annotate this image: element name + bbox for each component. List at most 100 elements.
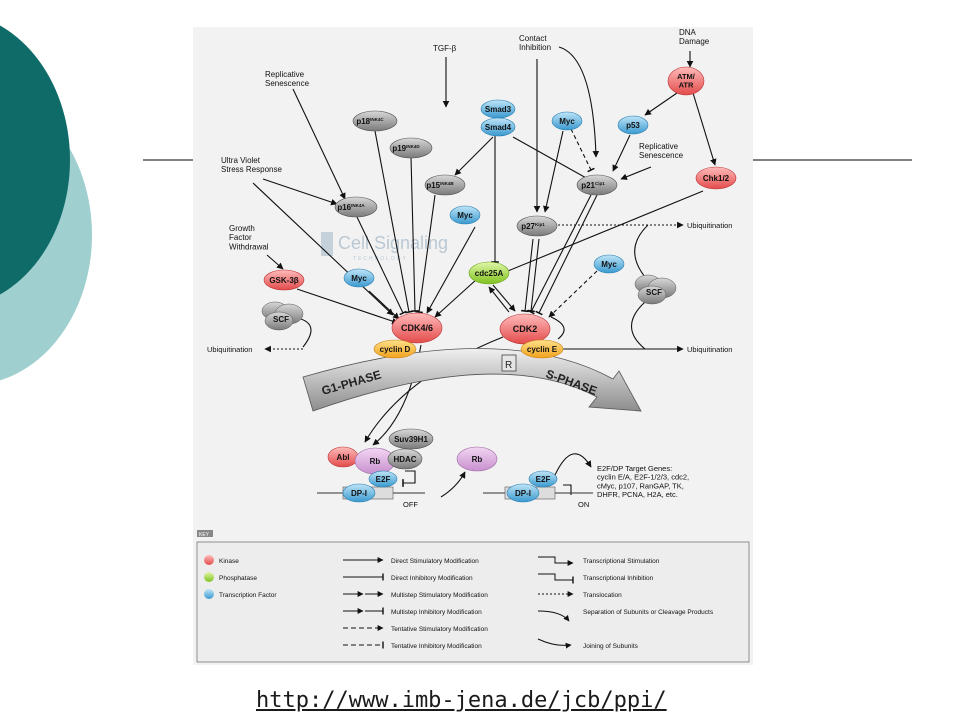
key-mim: Multistep Inhibitory Modification — [391, 609, 482, 616]
abl-label: Abl — [337, 453, 350, 462]
on-promoter — [563, 484, 572, 495]
dna-damage-label-line: DNA — [679, 28, 697, 37]
myc-label-left: Myc — [351, 274, 367, 283]
chk-node — [695, 166, 737, 190]
cdc25a-label: cdc25A — [475, 269, 504, 278]
contact-inhibition-label-line: Contact — [519, 34, 547, 43]
growth-factor-label-line: Withdrawal — [229, 242, 269, 251]
p15-superscript: INK4B — [440, 181, 454, 186]
p19-inhibit-cdk46 — [410, 156, 419, 312]
cyclin-e-node — [520, 339, 564, 359]
myc1-to-cdk46 — [426, 226, 476, 314]
cdk2-autoloop — [550, 316, 565, 340]
cdk2-to-rb — [364, 336, 504, 443]
p27-inhibit-cdk2 — [521, 238, 534, 313]
legend-key: KEY Kinase Phosphatase Transcription Fac… — [196, 530, 750, 663]
ubiquitination-right-top: Ubiquitination — [687, 221, 732, 230]
rb-label-free: Rb — [472, 455, 483, 464]
key-entries: Kinase Phosphatase Transcription Factor … — [204, 555, 714, 650]
cdc25-to-cdk46 — [434, 278, 478, 318]
p15-text: p15 — [426, 181, 440, 190]
p53-to-p21 — [612, 134, 631, 172]
p15-node — [424, 174, 466, 196]
p15-inhibit-cdk46 — [415, 194, 436, 314]
key-ti: Transcriptional Inhibition — [583, 575, 654, 582]
dp1-label-on: DP-I — [515, 489, 531, 498]
replicative-senescence-label-1-line: Senescence — [265, 79, 310, 88]
e2f-loop — [554, 453, 592, 476]
key-phosphatase-swatch — [204, 572, 214, 582]
uv-to-p16 — [262, 178, 338, 206]
p19-label: p19INK4D — [392, 144, 420, 153]
myc-label-right: Myc — [601, 260, 617, 269]
repl1-to-p16 — [292, 88, 346, 200]
myc-inhibit-p21 — [570, 128, 595, 173]
p16-inhibit-cdk46 — [356, 216, 407, 316]
key-kinase: Kinase — [219, 558, 239, 565]
p21-label: p21Cip1 — [581, 181, 605, 190]
key-msm: Multistep Stimulatory Modification — [391, 592, 488, 599]
replicative-senescence-label-2-line: Senescence — [639, 151, 684, 160]
p18-label: p18INK4C — [356, 117, 384, 126]
gsk3b-label: GSK-3β — [269, 276, 298, 285]
dp1-label-off: DP-I — [351, 489, 367, 498]
contact-inhibition-label-line: Inhibition — [519, 43, 551, 52]
e2f-label-on: E2F — [536, 475, 551, 484]
scf2-bracket — [630, 224, 649, 350]
p19-text: p19 — [392, 144, 406, 153]
restriction-point-box — [501, 354, 517, 372]
p21-text: p21 — [581, 181, 595, 190]
key-tf: Transcription Factor — [219, 592, 277, 599]
target-genes-text-line: cyclin E/A, E2F-1/2/3, cdc2, — [597, 473, 689, 482]
scf-left-label: SCF — [273, 315, 289, 324]
watermark: Cell Signaling TECHNOLOGY — [321, 232, 448, 262]
p21-inhibit-cdk2-b — [535, 194, 598, 316]
cdc25-to-cdk2 — [492, 284, 516, 312]
key-phosphatase: Phosphatase — [219, 575, 257, 582]
scf-complex-right: SCF — [634, 274, 677, 305]
cdk46-label: CDK4/6 — [401, 323, 433, 333]
cyclin-d-node — [373, 339, 417, 359]
key-tab — [197, 530, 213, 537]
scf-complex-left: SCF — [261, 301, 304, 331]
p21-node — [576, 174, 618, 196]
dna-damage-label-line: Damage — [679, 37, 710, 46]
cdc25a-node — [468, 261, 510, 285]
gsk3b-node — [263, 269, 305, 291]
cyclin-d-label: cyclin D — [380, 345, 411, 354]
hdac-node — [387, 448, 423, 470]
chk-inhibit-cdc25 — [500, 190, 704, 277]
ubiquitination-right-bottom: Ubiquitination — [687, 345, 732, 354]
restriction-point-label: R — [505, 360, 512, 371]
p18-inhibit-cdk46 — [374, 130, 413, 314]
repl2-to-p21 — [620, 166, 652, 180]
key-dim: Direct Inhibitory Modification — [391, 575, 473, 582]
cdk2-label: CDK2 — [513, 324, 538, 334]
rb-e2f-section: Abl Suv39H1 Rb HDAC E2F DP-I Rb E2F DP-I — [317, 428, 593, 503]
myc-node-mid — [449, 205, 481, 225]
watermark-text: Cell Signaling — [338, 233, 448, 253]
off-inhibit — [402, 470, 416, 487]
p53-label: p53 — [626, 121, 640, 130]
ubiquitination-left: Ubiquitination — [207, 345, 252, 354]
target-genes-text-line: cMyc, p107, RanGAP, TK, — [597, 481, 684, 490]
scf-right-lobe-3 — [637, 285, 667, 305]
atm-atr-label-line: ATR — [679, 81, 694, 90]
rb-node-free — [456, 446, 498, 472]
p15-label: p15INK4B — [426, 181, 454, 190]
e2f-node-off — [368, 470, 398, 488]
myc-node-left — [343, 268, 375, 288]
key-sep: Separation of Subunits or Cleavage Produ… — [583, 609, 714, 616]
p27-label: p27Kip1 — [521, 222, 545, 231]
p21-superscript: Cip1 — [595, 181, 605, 186]
atm-to-chk — [692, 92, 717, 166]
myc-node-right — [593, 254, 625, 274]
source-link[interactable]: http://www.imb-jena.de/jcb/ppi/ — [256, 688, 667, 713]
p16-node — [334, 196, 378, 218]
ubiquitination-labels: Ubiquitination Ubiquitination Ubiquitina… — [207, 221, 732, 354]
key-symbols-right — [537, 556, 574, 649]
